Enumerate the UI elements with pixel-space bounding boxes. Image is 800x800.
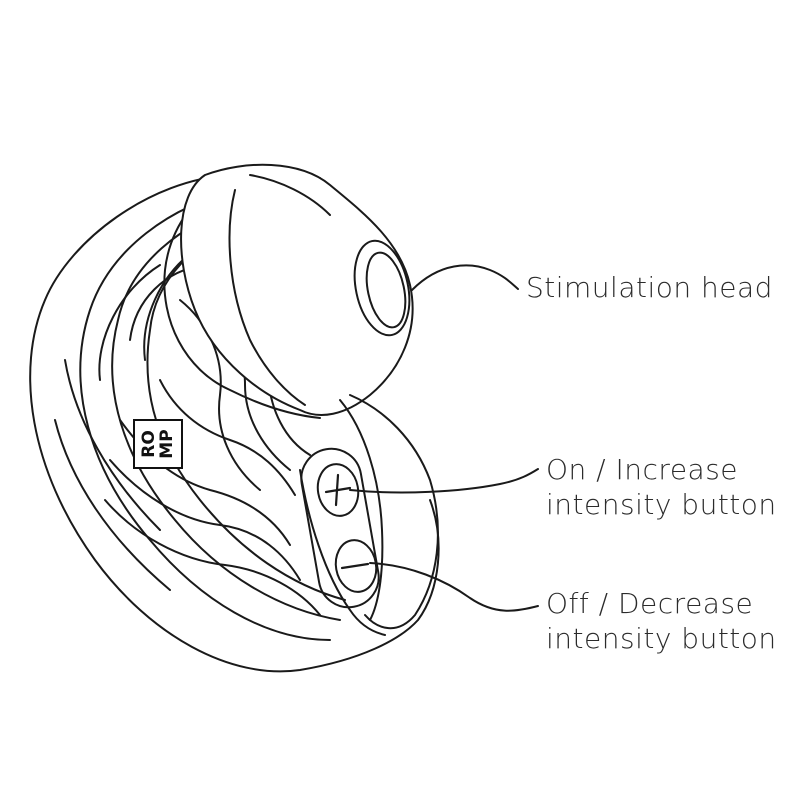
label-stimulation-head-text: Stimulation head: [526, 271, 773, 304]
label-on-line2: intensity button: [546, 488, 777, 521]
romp-logo-line1: RO: [139, 430, 159, 458]
leader-line-on-button: [349, 468, 539, 494]
button-panel: [349, 394, 439, 630]
romp-logo-line2: MP: [157, 429, 177, 458]
label-on-line1: On / Increase: [546, 453, 739, 486]
stimulation-head-opening: [353, 239, 411, 337]
label-off-line1: Off / Decrease: [546, 587, 754, 620]
label-off-decrease-button: Off / Decrease intensity button: [546, 586, 777, 656]
leader-line-stimulation-head: [411, 264, 519, 291]
device-body-outline: [29, 174, 440, 673]
button-housing: [300, 447, 380, 609]
romp-logo: RO MP: [133, 419, 183, 469]
label-stimulation-head: Stimulation head: [526, 270, 773, 305]
label-on-increase-button: On / Increase intensity button: [546, 452, 777, 522]
leader-line-off-button: [369, 562, 539, 612]
stimulation-head: [180, 163, 414, 416]
label-off-line2: intensity button: [546, 622, 777, 655]
on-increase-button[interactable]: [314, 461, 362, 519]
